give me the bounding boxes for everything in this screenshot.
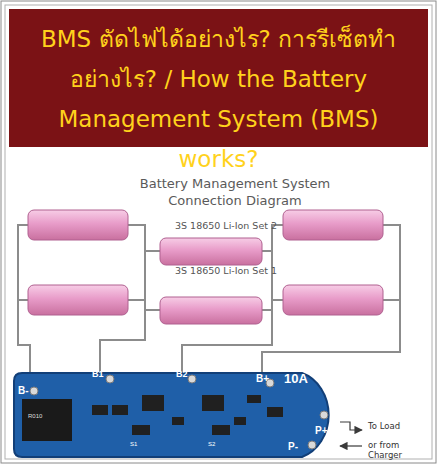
wire (271, 225, 273, 300)
component (112, 405, 128, 415)
pin-label: B1 (92, 369, 104, 379)
battery-cells (28, 210, 383, 324)
wires (18, 225, 400, 388)
pin-label: B2 (176, 369, 188, 379)
pin-label: S1 (130, 441, 137, 447)
pcb (14, 373, 329, 457)
battery-cell (283, 285, 383, 315)
wire (100, 310, 145, 372)
component (234, 417, 246, 425)
solder-pad (320, 411, 328, 419)
solder-pad (30, 387, 38, 395)
battery-cell (28, 210, 128, 240)
arrow (340, 445, 362, 446)
pin-label: B+ (256, 373, 269, 384)
pin-label: P+ (315, 425, 328, 436)
component (142, 395, 164, 411)
title: BMS ตัดไฟได้อย่างไร? การรีเซ็ตทำอย่างไร?… (9, 9, 428, 179)
pin-label: R010 (28, 413, 42, 419)
battery-cell (160, 297, 262, 324)
heading-panel: BMS ตัดไฟได้อย่างไร? การรีเซ็ตทำอย่างไร?… (9, 9, 428, 147)
pin-label: P- (288, 441, 298, 452)
set-label: 3S 18650 Li-Ion Set 2 (175, 220, 277, 231)
solder-pad (308, 441, 316, 449)
component (92, 405, 108, 415)
component (267, 407, 283, 417)
set-label: 3S 18650 Li-Ion Set 1 (175, 265, 277, 276)
load-label: To Load (368, 421, 400, 431)
component (132, 425, 150, 435)
component (212, 425, 230, 435)
pin-label: S2 (208, 441, 215, 447)
solder-pad (188, 375, 196, 383)
load-arrows (340, 422, 362, 446)
component (172, 417, 184, 425)
solder-pad (106, 375, 114, 383)
diagram-title: Battery Management System Connection Dia… (110, 175, 360, 209)
battery-cell (160, 238, 262, 265)
charger-label: or from Charger (368, 440, 430, 460)
wire (128, 225, 160, 251)
arrow (340, 422, 362, 430)
pin-label: B- (18, 385, 29, 396)
wire (144, 251, 146, 310)
pin-label: 10A (284, 371, 308, 386)
wire (383, 225, 400, 300)
wire (18, 225, 28, 300)
bms-board: B1 B2 B+ 10A B- R010P+ S1 S2 P- (12, 365, 342, 461)
battery-cell (28, 285, 128, 315)
mosfet (22, 399, 72, 441)
battery-cell (283, 210, 383, 240)
component (202, 395, 224, 411)
component (247, 395, 261, 403)
frame (5, 5, 432, 459)
